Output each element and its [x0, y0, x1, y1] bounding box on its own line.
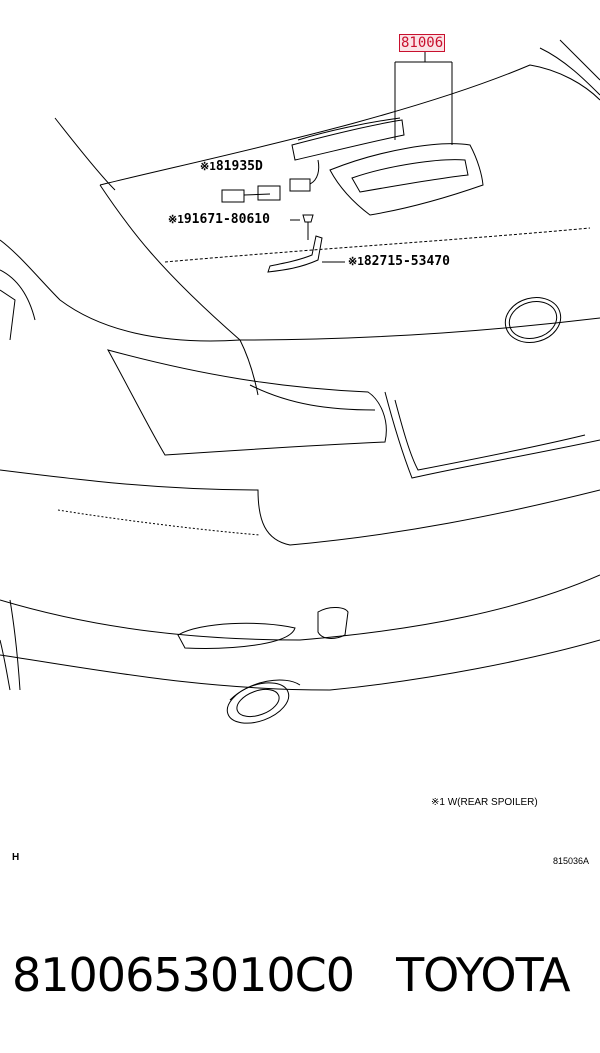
bracket	[267, 235, 323, 273]
reflector-left	[177, 622, 296, 649]
body-left-panel	[0, 239, 241, 342]
callout-81935d[interactable]: ※181935D	[200, 159, 263, 175]
callout-91671-80610[interactable]: ※191671-80610	[168, 212, 270, 228]
trunk-rear-edge	[164, 227, 591, 263]
part-footer: 8100653010C0 TOYOTA	[12, 942, 592, 1012]
license-line	[239, 339, 259, 396]
callout-label: 91671-80610	[183, 212, 270, 227]
callout-label: 82715-53470	[363, 254, 450, 269]
reflector-right	[317, 607, 349, 639]
exhaust-pipe	[229, 679, 301, 701]
trunk-edge-left	[99, 184, 241, 341]
wire-a	[243, 193, 271, 196]
stop-lamp-unit-top	[297, 117, 401, 141]
part-number: 8100653010C0	[12, 948, 355, 1002]
bumper-left-2	[0, 639, 11, 691]
stop-lamp-unit	[291, 119, 405, 161]
callout-label: 81935D	[215, 159, 263, 174]
quarter-line	[0, 289, 16, 341]
tail-lamp-left	[106, 349, 387, 456]
callout-mark: ※1	[200, 160, 216, 173]
callout-mark: ※1	[168, 213, 184, 226]
footnote: ※1 W(REAR SPOILER)	[431, 797, 538, 808]
bumper-lower	[0, 574, 600, 641]
stop-lamp-housing	[329, 143, 484, 216]
callout-mark: ※1	[348, 255, 364, 268]
trunk-lid-top	[539, 47, 600, 96]
wire-c	[309, 159, 320, 185]
screw	[302, 214, 314, 223]
tail-lamp-divider	[249, 384, 376, 411]
brand-name: TOYOTA	[396, 948, 571, 1002]
callout-81006[interactable]: 81006	[399, 34, 446, 52]
bumper-upper	[0, 469, 600, 546]
stop-lamp-lens	[351, 159, 469, 193]
emblem	[504, 297, 562, 343]
trunk-lower-edge	[239, 317, 600, 341]
license-recess	[384, 391, 600, 479]
trunk-lid-top-2	[559, 39, 600, 81]
trunk-lid-outline	[99, 64, 600, 186]
bumper-mid	[57, 509, 261, 536]
connector-a	[221, 189, 245, 203]
callout-leader	[394, 52, 453, 145]
connector-b	[257, 185, 281, 201]
bumper-left	[9, 599, 21, 691]
bumper-bottom	[0, 639, 600, 691]
connector-c	[289, 178, 311, 192]
emblem-inner	[508, 301, 558, 339]
license-recess-inner	[394, 399, 586, 471]
figure-code: 815036A	[553, 856, 590, 866]
callout-82715-53470[interactable]: ※182715-53470	[348, 254, 450, 270]
rear-window-edge	[54, 117, 116, 191]
exhaust-tip-inner	[236, 688, 280, 718]
corner-mark: H	[12, 852, 20, 863]
body-left-upper	[0, 269, 36, 321]
parts-diagram	[0, 39, 600, 724]
